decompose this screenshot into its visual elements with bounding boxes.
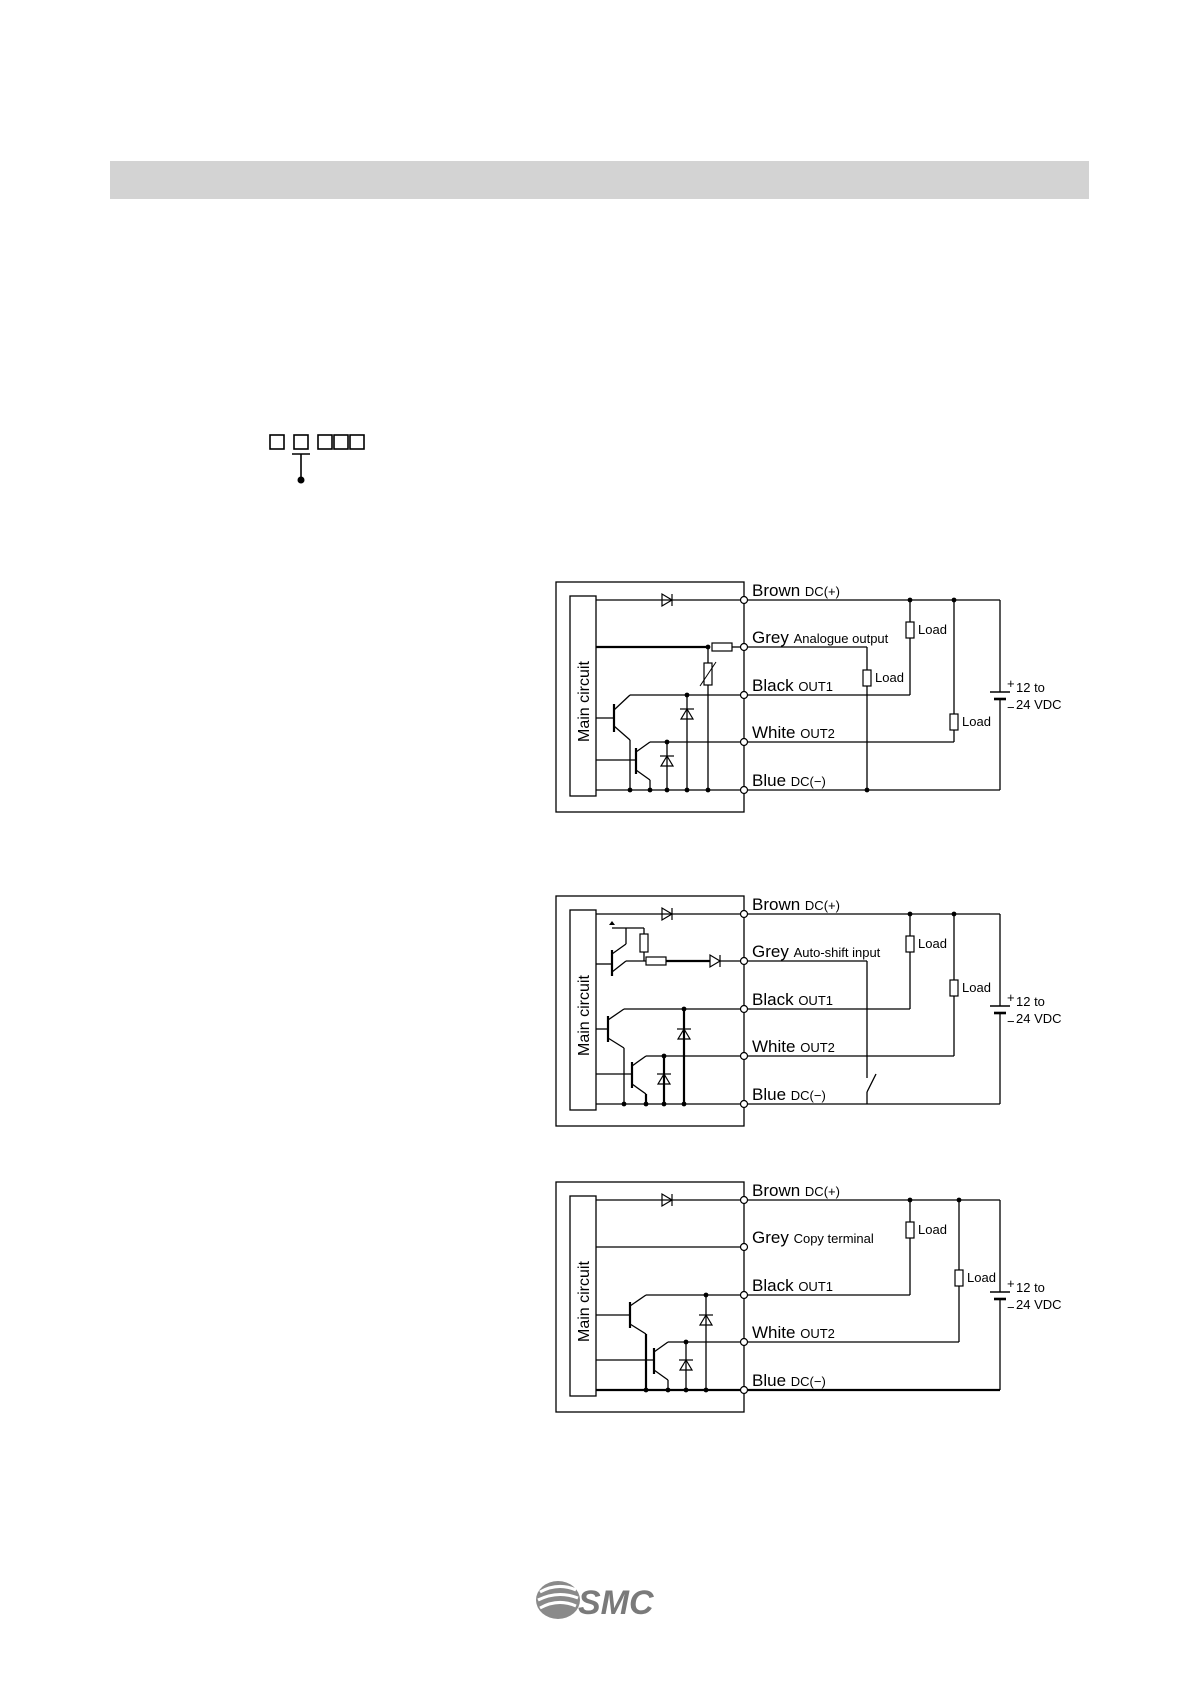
main-circuit-label: Main circuit [576, 661, 593, 742]
svg-text:White OUT2: White OUT2 [752, 1037, 835, 1056]
svg-text:Load: Load [967, 1270, 996, 1285]
wiring-diagram-copy: Main circuit Bro [550, 1180, 1070, 1420]
svg-text:Grey Copy terminal: Grey Copy terminal [752, 1228, 874, 1247]
svg-text:12 to: 12 to [1016, 680, 1045, 695]
smc-logo: SMC [536, 1581, 654, 1622]
svg-text:Grey Analogue output: Grey Analogue output [752, 628, 889, 647]
svg-text:24 VDC: 24 VDC [1016, 697, 1062, 712]
svg-text:12 to: 12 to [1016, 994, 1045, 1009]
svg-text:Blue DC(−): Blue DC(−) [752, 771, 826, 790]
main-circuit-label: Main circuit [576, 1261, 593, 1342]
svg-text:Load: Load [918, 936, 947, 951]
svg-text:Brown DC(+): Brown DC(+) [752, 1181, 840, 1200]
svg-text:24 VDC: 24 VDC [1016, 1297, 1062, 1312]
svg-text:Grey Auto-shift input: Grey Auto-shift input [752, 942, 881, 961]
svg-text:Load: Load [918, 1222, 947, 1237]
svg-text:Load: Load [962, 980, 991, 995]
svg-text:Black OUT1: Black OUT1 [752, 1276, 833, 1295]
svg-text:−: − [1007, 700, 1015, 715]
svg-text:−: − [1007, 1014, 1015, 1029]
svg-text:Black OUT1: Black OUT1 [752, 676, 833, 695]
svg-text:−: − [1007, 1300, 1015, 1315]
svg-text:Brown DC(+): Brown DC(+) [752, 895, 840, 914]
wiring-diagram-auto-shift: Main circuit [550, 894, 1070, 1134]
svg-text:Load: Load [875, 670, 904, 685]
svg-text:Brown DC(+): Brown DC(+) [752, 581, 840, 600]
svg-text:Load: Load [918, 622, 947, 637]
svg-text:Load: Load [962, 714, 991, 729]
section-header-bar [110, 161, 1089, 199]
svg-text:Blue DC(−): Blue DC(−) [752, 1371, 826, 1390]
svg-text:12 to: 12 to [1016, 1280, 1045, 1295]
svg-text:+: + [1007, 990, 1015, 1005]
svg-text:+: + [1007, 1276, 1015, 1291]
svg-text:Black OUT1: Black OUT1 [752, 990, 833, 1009]
svg-text:24 VDC: 24 VDC [1016, 1011, 1062, 1026]
main-circuit-label: Main circuit [576, 975, 593, 1056]
svg-text:+: + [1007, 676, 1015, 691]
wiring-diagram-analogue: Main circuit [550, 580, 1070, 820]
smc-logo-mark-icon [536, 1581, 580, 1619]
svg-text:Blue DC(−): Blue DC(−) [752, 1085, 826, 1104]
svg-text:White OUT2: White OUT2 [752, 723, 835, 742]
svg-text:SMC: SMC [578, 1584, 654, 1622]
model-code-boxes [269, 434, 365, 484]
svg-text:White OUT2: White OUT2 [752, 1323, 835, 1342]
